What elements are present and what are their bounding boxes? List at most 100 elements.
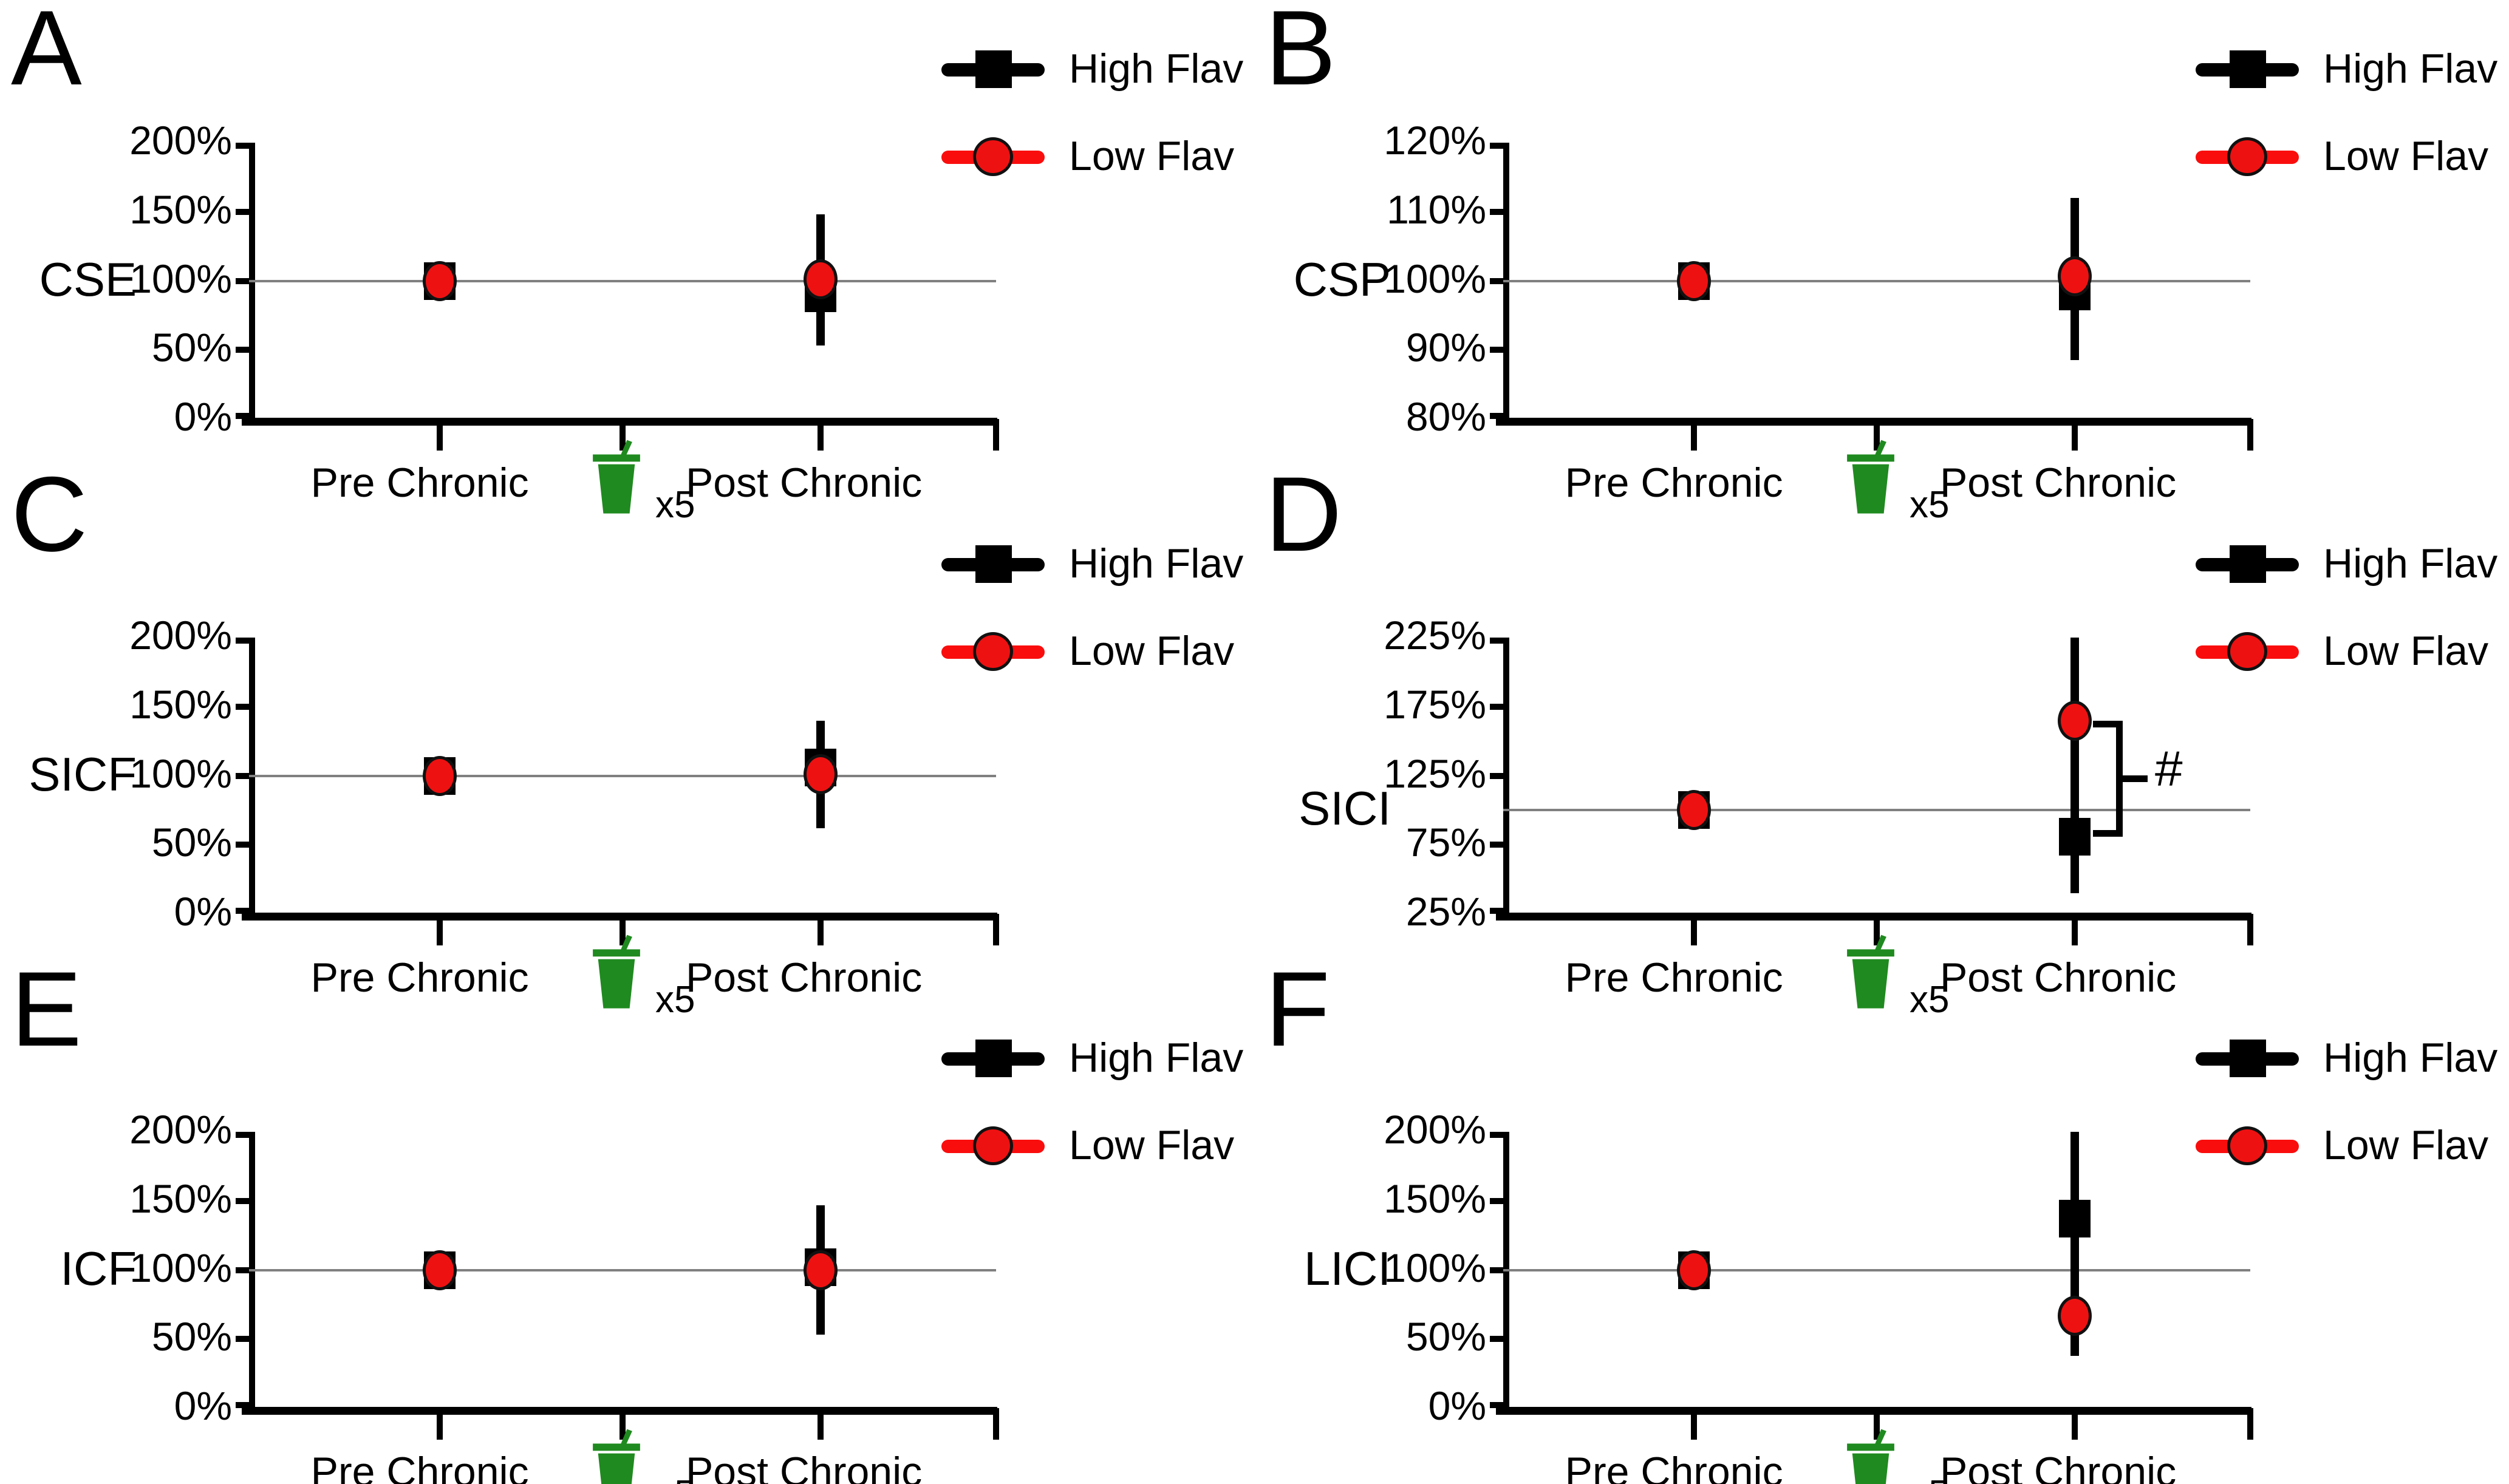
x-axis-tick <box>1690 914 1697 945</box>
y-axis-tick-label: 100% <box>129 751 232 796</box>
y-axis-title: ICF <box>60 1241 137 1295</box>
y-axis-tick-label: 125% <box>1384 751 1486 796</box>
x-axis-tick <box>2247 914 2253 945</box>
y-axis-tick-label: 0% <box>1428 1383 1486 1428</box>
intervention-marker: x5 <box>584 1425 723 1484</box>
data-point-low-flav <box>2057 1295 2092 1336</box>
y-axis-tick-label: 75% <box>1405 820 1486 865</box>
x-axis-tick <box>993 419 999 451</box>
x-axis-label-post-chronic: Post Chronic <box>685 1449 923 1484</box>
y-axis-tick <box>1490 1267 1503 1273</box>
y-axis-tick <box>236 347 249 353</box>
legend-item-low-flav[interactable]: Low Flav <box>2196 1119 2502 1171</box>
legend-item-low-flav[interactable]: Low Flav <box>2196 130 2502 182</box>
plot-area-c <box>236 638 999 945</box>
y-axis-tick <box>236 413 249 419</box>
reference-line-100 <box>249 279 996 282</box>
x-axis-tick <box>436 914 443 945</box>
y-axis-tick <box>1490 703 1503 710</box>
legend-item-low-flav[interactable]: Low Flav <box>941 130 1248 182</box>
legend-label-high-flav: High Flav <box>1069 46 1244 92</box>
panel-letter-c: C <box>11 455 87 574</box>
x-axis-tick <box>620 1408 626 1440</box>
data-point-low-flav <box>1676 1250 1711 1290</box>
intervention-marker: x5 <box>1838 931 1978 1052</box>
y-axis-tick-label: 0% <box>174 1383 232 1428</box>
drink-cup-icon <box>1847 440 1894 514</box>
plot-area-d: # <box>1490 638 2253 945</box>
x-axis-tick <box>2071 914 2078 945</box>
y-axis-tick <box>236 208 249 215</box>
legend-square-marker-icon <box>2230 1040 2266 1077</box>
y-axis-tick <box>1490 208 1503 215</box>
y-axis-title: SICI <box>1299 781 1391 836</box>
legend-item-low-flav[interactable]: Low Flav <box>941 625 1248 677</box>
y-axis-tick-label: 50% <box>151 820 232 865</box>
legend-label-low-flav: Low Flav <box>1069 133 1235 179</box>
drink-cup-icon <box>593 934 640 1009</box>
data-point-low-flav <box>1676 790 1711 831</box>
y-axis-title: LICI <box>1303 1241 1391 1295</box>
intervention-marker: x5 <box>584 931 723 1052</box>
legend-item-high-flav[interactable]: High Flav <box>941 1032 1248 1084</box>
data-point-low-flav <box>422 1250 457 1290</box>
data-point-low-flav <box>803 754 838 795</box>
x-axis-tick <box>1690 1408 1697 1440</box>
data-point-low-flav <box>803 1250 838 1290</box>
legend-circle-marker-icon <box>2227 137 2267 176</box>
y-axis-tick-label: 25% <box>1405 889 1486 934</box>
y-axis-tick <box>236 143 249 149</box>
bracket-top-tick <box>2092 720 2121 727</box>
plot-area-a <box>236 143 999 451</box>
x-axis-tick <box>1690 419 1697 451</box>
y-axis-tick <box>236 277 249 284</box>
panel-letter-a: A <box>11 0 82 107</box>
x-axis-tick <box>817 914 824 945</box>
y-axis-tick <box>236 638 249 644</box>
data-point-low-flav <box>1676 260 1711 301</box>
legend-item-low-flav[interactable]: Low Flav <box>941 1119 1248 1171</box>
intervention-count-label: x5 <box>655 484 695 526</box>
y-axis-tick-label: 200% <box>129 1107 232 1152</box>
y-axis-tick-label: 0% <box>174 394 232 439</box>
legend-item-low-flav[interactable]: Low Flav <box>2196 625 2502 677</box>
y-axis-tick-label: 225% <box>1384 613 1486 658</box>
legend-label-high-flav: High Flav <box>1069 1035 1244 1081</box>
x-axis-label-post-chronic: Post Chronic <box>685 955 923 1001</box>
reference-line-100 <box>249 1268 996 1271</box>
legend-item-high-flav[interactable]: High Flav <box>941 43 1248 95</box>
reference-line-100 <box>249 774 996 777</box>
legend-item-high-flav[interactable]: High Flav <box>941 537 1248 590</box>
legend-item-high-flav[interactable]: High Flav <box>2196 537 2502 590</box>
plot-area-e <box>236 1132 999 1440</box>
panel-letter-e: E <box>11 950 82 1069</box>
intervention-count-label: x5 <box>1910 979 1950 1021</box>
legend-item-high-flav[interactable]: High Flav <box>2196 43 2502 95</box>
legend-label-low-flav: Low Flav <box>2323 1122 2489 1168</box>
panel-letter-f: F <box>1265 950 1330 1069</box>
x-axis-label-pre-chronic: Pre Chronic <box>310 1449 529 1484</box>
data-point-low-flav <box>2057 700 2092 741</box>
x-axis-label-post-chronic: Post Chronic <box>1939 955 2177 1001</box>
panel-letter-b: B <box>1265 0 1336 107</box>
y-axis-tick-label: 150% <box>129 186 232 232</box>
legend-label-high-flav: High Flav <box>2323 540 2498 587</box>
y-axis-tick-label: 150% <box>129 1176 232 1221</box>
legend-square-marker-icon <box>2230 545 2266 583</box>
reference-line-100 <box>1503 279 2250 282</box>
y-axis-tick <box>1490 347 1503 353</box>
x-axis-tick <box>993 914 999 945</box>
x-axis-tick <box>2247 419 2253 451</box>
y-axis-tick <box>236 1336 249 1343</box>
x-axis-label-pre-chronic: Pre Chronic <box>1565 460 1783 506</box>
legend-item-high-flav[interactable]: High Flav <box>2196 1032 2502 1084</box>
intervention-marker: x5 <box>1838 436 1978 557</box>
y-axis-tick-label: 100% <box>1384 256 1486 301</box>
y-axis-tick <box>1490 1402 1503 1408</box>
y-axis-tick-label: 50% <box>151 1314 232 1360</box>
significance-bracket <box>2092 720 2148 837</box>
